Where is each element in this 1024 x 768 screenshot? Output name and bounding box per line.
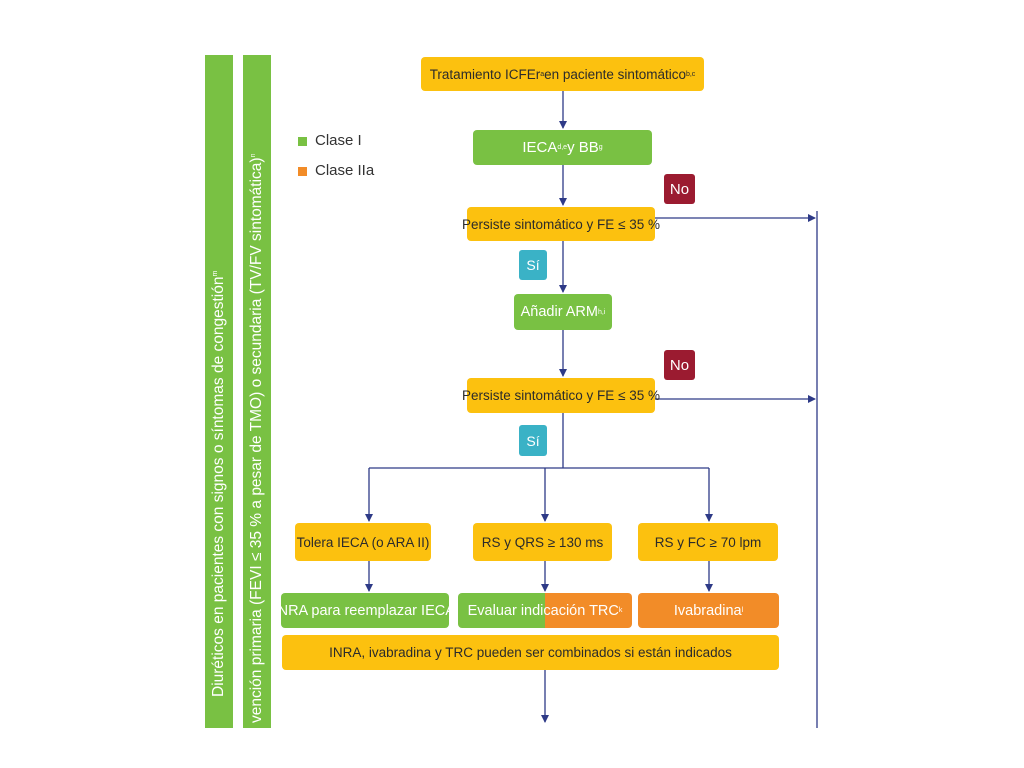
legend-class2a-swatch [298,167,307,176]
badge-si-1: Sí [519,250,547,280]
badge-no-1: No [664,174,695,204]
node-tolera-ieca: Tolera IECA (o ARA II) [295,523,431,561]
node-persist-1: Persiste sintomático y FE ≤ 35 % [462,207,660,241]
side-bar-diuretics [205,55,233,728]
legend-class1-label: Clase I [315,132,362,149]
badge-no-2: No [664,350,695,380]
legend-class1-swatch [298,137,307,146]
node-rs-qrs: RS y QRS ≥ 130 ms [473,523,612,561]
node-rs-fc: RS y FC ≥ 70 lpm [638,523,778,561]
node-combined: INRA, ivabradina y TRC pueden ser combin… [282,635,779,670]
node-persist-2: Persiste sintomático y FE ≤ 35 % [462,378,660,413]
legend-class2a-label: Clase IIa [315,162,375,179]
badge-si-2: Sí [519,425,547,456]
side-bar-prevention [243,55,271,728]
